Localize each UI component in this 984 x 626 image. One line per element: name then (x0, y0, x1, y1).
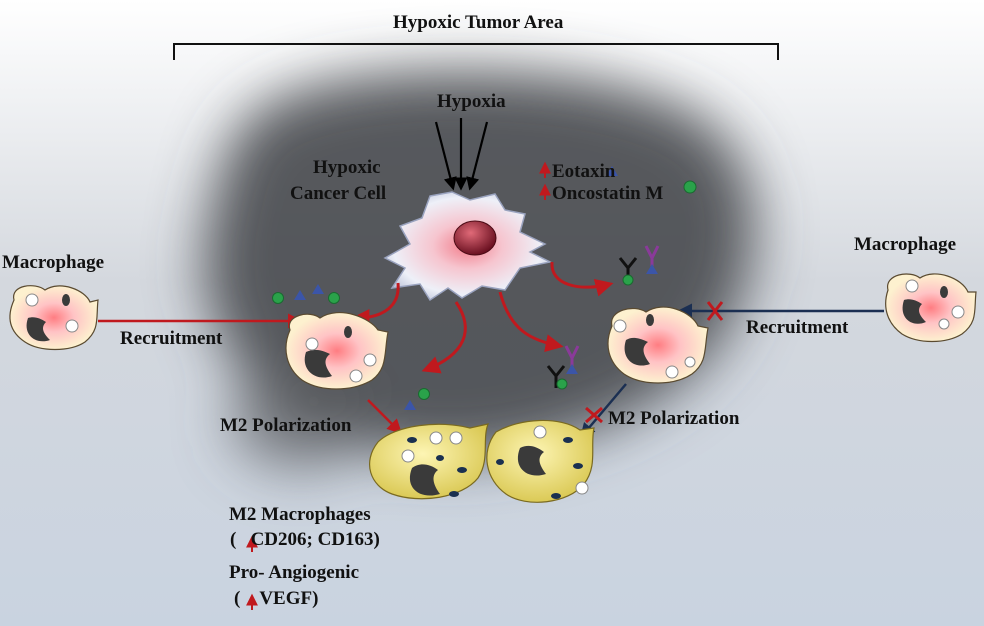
macrophage-right (885, 273, 977, 343)
cytokine-markers (272, 166, 697, 410)
m2-macrophages-title: M2 Macrophages (229, 504, 371, 525)
cancer-cell-label-line1: Hypoxic (313, 157, 381, 178)
macrophage-recruited-right (607, 306, 709, 384)
angiogenic-marker: ( VEGF) (234, 588, 319, 609)
left-polarization-arrow (367, 399, 403, 435)
area-bracket (173, 43, 779, 60)
right-recruitment-label: Recruitment (746, 317, 849, 338)
increase-arrows (246, 161, 551, 610)
eotaxin-label: Eotaxin (552, 161, 616, 182)
oncostatin-label: Oncostatin M (552, 183, 664, 204)
hypoxia-arrows (434, 118, 489, 191)
receptor-group-lower (546, 345, 580, 390)
block-cross-polarization (585, 406, 603, 424)
left-macrophage-label: Macrophage (2, 252, 105, 273)
right-polarization-arrow (580, 383, 627, 439)
right-macrophage-label: Macrophage (854, 234, 957, 255)
cancer-cell-label-line2: Cancer Cell (290, 183, 387, 204)
left-polarization-label: M2 Polarization (220, 415, 352, 436)
pro-angiogenic-title: Pro- Angiogenic (229, 562, 360, 583)
hypoxia-label: Hypoxia (437, 91, 506, 112)
block-cross-recruitment (706, 301, 724, 321)
hypoxic-cancer-cell (383, 191, 553, 302)
macrophage-left (9, 285, 99, 351)
eotaxin-legend-triangle (606, 166, 618, 176)
oncostatin-legend-circle (683, 180, 697, 194)
left-recruitment-label: Recruitment (120, 328, 223, 349)
m2-macrophage-2 (486, 419, 595, 503)
m2-markers: ( CD206; CD163) (230, 529, 380, 550)
receptor-group-upper (618, 245, 660, 286)
diagram-title: Hypoxic Tumor Area (393, 12, 564, 33)
m2-macrophage-1 (369, 423, 489, 500)
macrophage-recruited-left (285, 312, 389, 390)
right-polarization-label: M2 Polarization (608, 408, 740, 429)
